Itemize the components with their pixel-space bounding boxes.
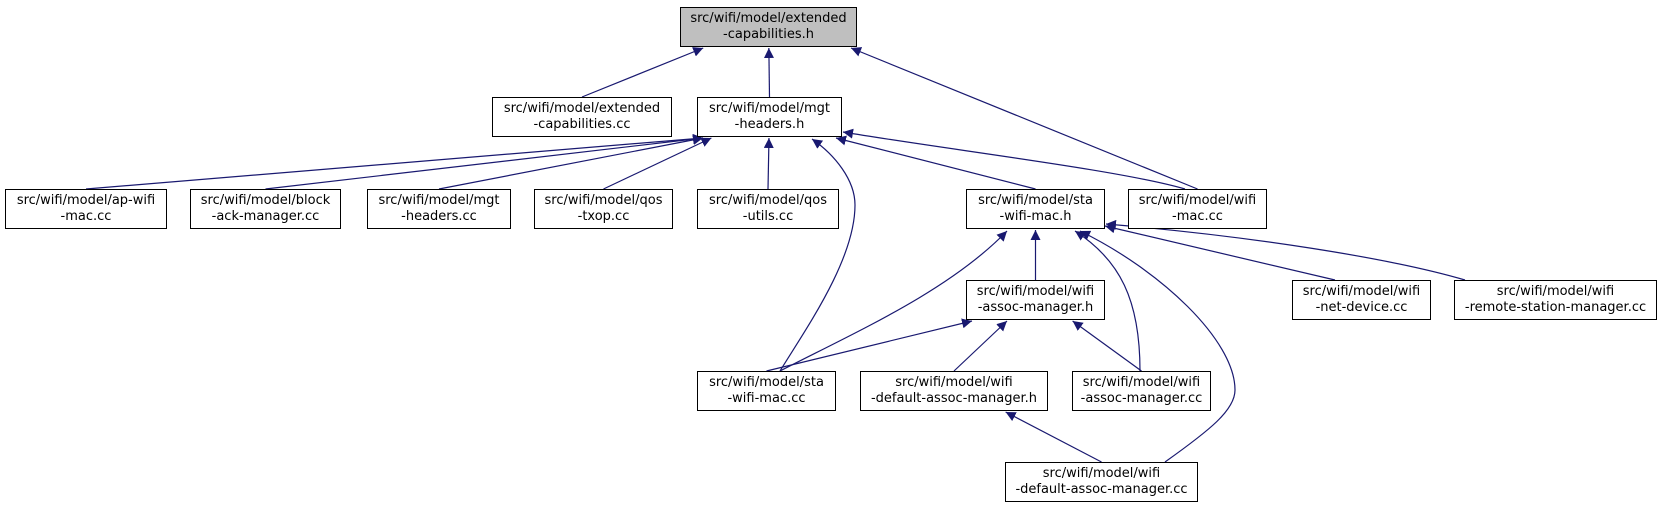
node-sta-wifi-mac-cc[interactable]: src/wifi/model/sta -wifi-mac.cc [697, 371, 836, 411]
node-label-line1: src/wifi/model/ap-wifi [16, 193, 156, 208]
edge-net-device-cc-to-sta-wifi-mac-h [1104, 223, 1336, 281]
node-label-line1: src/wifi/model/qos [544, 193, 663, 208]
node-label-line1: src/wifi/model/extended [503, 101, 661, 116]
edge-block-ack-cc-to-mgt-h [265, 134, 704, 190]
node-label-line1: src/wifi/model/wifi [895, 375, 1013, 390]
node-wifi-default-assoc-manager-cc[interactable]: src/wifi/model/wifi -default-assoc-manag… [1005, 462, 1198, 502]
node-label-line1: src/wifi/model/qos [708, 193, 827, 208]
node-label-line1: src/wifi/model/wifi [1138, 193, 1257, 208]
node-qos-utils-cc[interactable]: src/wifi/model/qos -utils.cc [697, 189, 839, 229]
edge-wifi-mac-cc-to-ext-h [850, 47, 1198, 190]
node-wifi-remote-station-manager-cc[interactable]: src/wifi/model/wifi -remote-station-mana… [1454, 280, 1657, 320]
node-sta-wifi-mac-h[interactable]: src/wifi/model/sta -wifi-mac.h [966, 189, 1105, 229]
edge-wifi-mac-cc-to-mgt-h [842, 128, 1186, 190]
edge-mgt-h-to-ext-h [763, 47, 774, 98]
edge-assoc-manager-cc-to-assoc-manager-h [1072, 320, 1142, 372]
edge-assoc-manager-cc-to-sta-wifi-mac-h [1074, 230, 1141, 372]
node-wifi-mac-cc[interactable]: src/wifi/model/wifi -mac.cc [1128, 189, 1267, 229]
node-label-line1: src/wifi/model/mgt [378, 193, 500, 208]
node-wifi-net-device-cc[interactable]: src/wifi/model/wifi -net-device.cc [1292, 280, 1431, 320]
node-label-line1: src/wifi/model/wifi [1496, 284, 1615, 299]
edge-default-assoc-h-to-assoc-manager-h [953, 320, 1008, 372]
node-label-line1: src/wifi/model/wifi [1082, 375, 1201, 390]
node-label-line2: -capabilities.cc [533, 117, 631, 132]
node-label-line2: -mac.cc [1172, 209, 1223, 224]
node-label-line2: -assoc-manager.h [977, 300, 1094, 315]
node-label-line2: -headers.cc [401, 209, 477, 224]
edge-remote-station-cc-to-sta-wifi-mac-h [1105, 219, 1466, 281]
node-label-line2: -remote-station-manager.cc [1464, 300, 1647, 315]
edge-default-assoc-cc-to-default-assoc-h [1005, 411, 1102, 463]
edge-ext-cc-to-ext-h [581, 47, 704, 98]
node-label-line1: src/wifi/model/sta [709, 375, 824, 390]
node-label-line2: -default-assoc-manager.h [870, 391, 1038, 406]
edge-sta-wifi-mac-h-to-mgt-h [835, 135, 1036, 190]
node-label-line2: -assoc-manager.cc [1080, 391, 1203, 406]
node-wifi-default-assoc-manager-h[interactable]: src/wifi/model/wifi -default-assoc-manag… [860, 371, 1048, 411]
node-extended-capabilities-cc[interactable]: src/wifi/model/extended -capabilities.cc [492, 97, 672, 137]
node-block-ack-manager-cc[interactable]: src/wifi/model/block -ack-manager.cc [190, 189, 341, 229]
edge-mgt-headers-cc-to-mgt-h [438, 134, 704, 190]
node-label-line2: -default-assoc-manager.cc [1015, 482, 1188, 497]
node-label-line1: src/wifi/model/block [200, 193, 331, 208]
node-label-line2: -net-device.cc [1315, 300, 1408, 315]
node-label-line1: src/wifi/model/wifi [1042, 466, 1161, 481]
node-label-line1: src/wifi/model/wifi [1302, 284, 1421, 299]
node-label-line2: -txop.cc [577, 209, 630, 224]
edge-default-assoc-cc-to-sta-wifi-mac-h [1079, 230, 1236, 463]
node-label-line1: src/wifi/model/extended [690, 11, 847, 26]
node-wifi-assoc-manager-cc[interactable]: src/wifi/model/wifi -assoc-manager.cc [1072, 371, 1211, 411]
node-label-line2: -wifi-mac.cc [727, 391, 806, 406]
node-extended-capabilities-h: src/wifi/model/extended -capabilities.h [680, 7, 857, 47]
node-label-line2: -utils.cc [742, 209, 794, 224]
edge-sta-wifi-mac-cc-to-assoc-manager-h [766, 318, 973, 372]
node-qos-txop-cc[interactable]: src/wifi/model/qos -txop.cc [534, 189, 673, 229]
dependency-edges [85, 47, 1466, 463]
node-label-line2: -headers.h [734, 117, 805, 132]
node-ap-wifi-mac-cc[interactable]: src/wifi/model/ap-wifi -mac.cc [5, 189, 167, 229]
node-label-line1: src/wifi/model/mgt [708, 101, 831, 116]
edge-qos-txop-cc-to-mgt-h [603, 137, 712, 190]
node-mgt-headers-h[interactable]: src/wifi/model/mgt -headers.h [697, 97, 842, 137]
node-label-line2: -wifi-mac.h [999, 209, 1072, 224]
edge-sta-wifi-mac-cc-to-mgt-h [779, 138, 856, 372]
node-label-line2: -mac.cc [60, 209, 112, 224]
edge-qos-utils-cc-to-mgt-h [763, 137, 774, 190]
edge-sta-wifi-mac-cc-to-sta-wifi-mac-h [779, 230, 1008, 372]
edge-ap-wifi-mac-cc-to-mgt-h [85, 133, 704, 190]
node-wifi-assoc-manager-h[interactable]: src/wifi/model/wifi -assoc-manager.h [966, 280, 1105, 320]
node-label-line1: src/wifi/model/sta [978, 193, 1093, 208]
node-label-line2: -capabilities.h [723, 27, 814, 42]
node-mgt-headers-cc[interactable]: src/wifi/model/mgt -headers.cc [367, 189, 511, 229]
node-label-line1: src/wifi/model/wifi [976, 284, 1095, 299]
node-label-line2: -ack-manager.cc [211, 209, 320, 224]
